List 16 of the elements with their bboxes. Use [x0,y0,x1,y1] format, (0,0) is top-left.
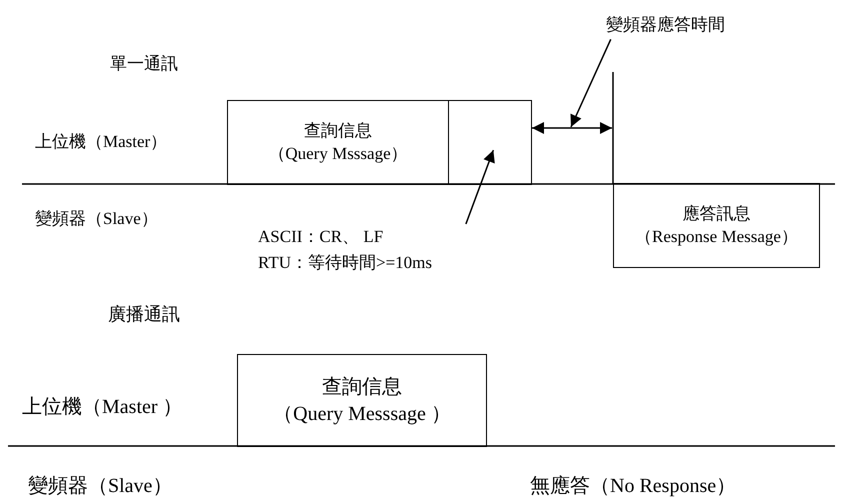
response-box: 應答訊息 （Response Message） [613,183,820,268]
row-label: 變頻器（Slave） [35,208,158,230]
leader-line [570,39,612,128]
section-title: 廣播通訊 [108,303,180,326]
annotation-text: 變頻器應答時間 [606,14,725,36]
row-label: 上位機（Master） [35,131,168,153]
section-title: 單一通訊 [110,53,178,75]
annotation-text: RTU：等待時間>=10ms [258,252,433,274]
leader-line [465,150,495,224]
message-box: 查詢信息 （Query Messsage ） [237,354,487,447]
end-marker-box [448,100,532,185]
status-text: 無應答（No Response） [530,474,736,499]
annotation-text: ASCII：CR、 LF [258,226,384,248]
message-box: 查詢信息 （Query Msssage） [227,100,449,185]
row-label: 變頻器（Slave） [28,474,172,499]
row-label: 上位機（Master ） [22,395,183,420]
